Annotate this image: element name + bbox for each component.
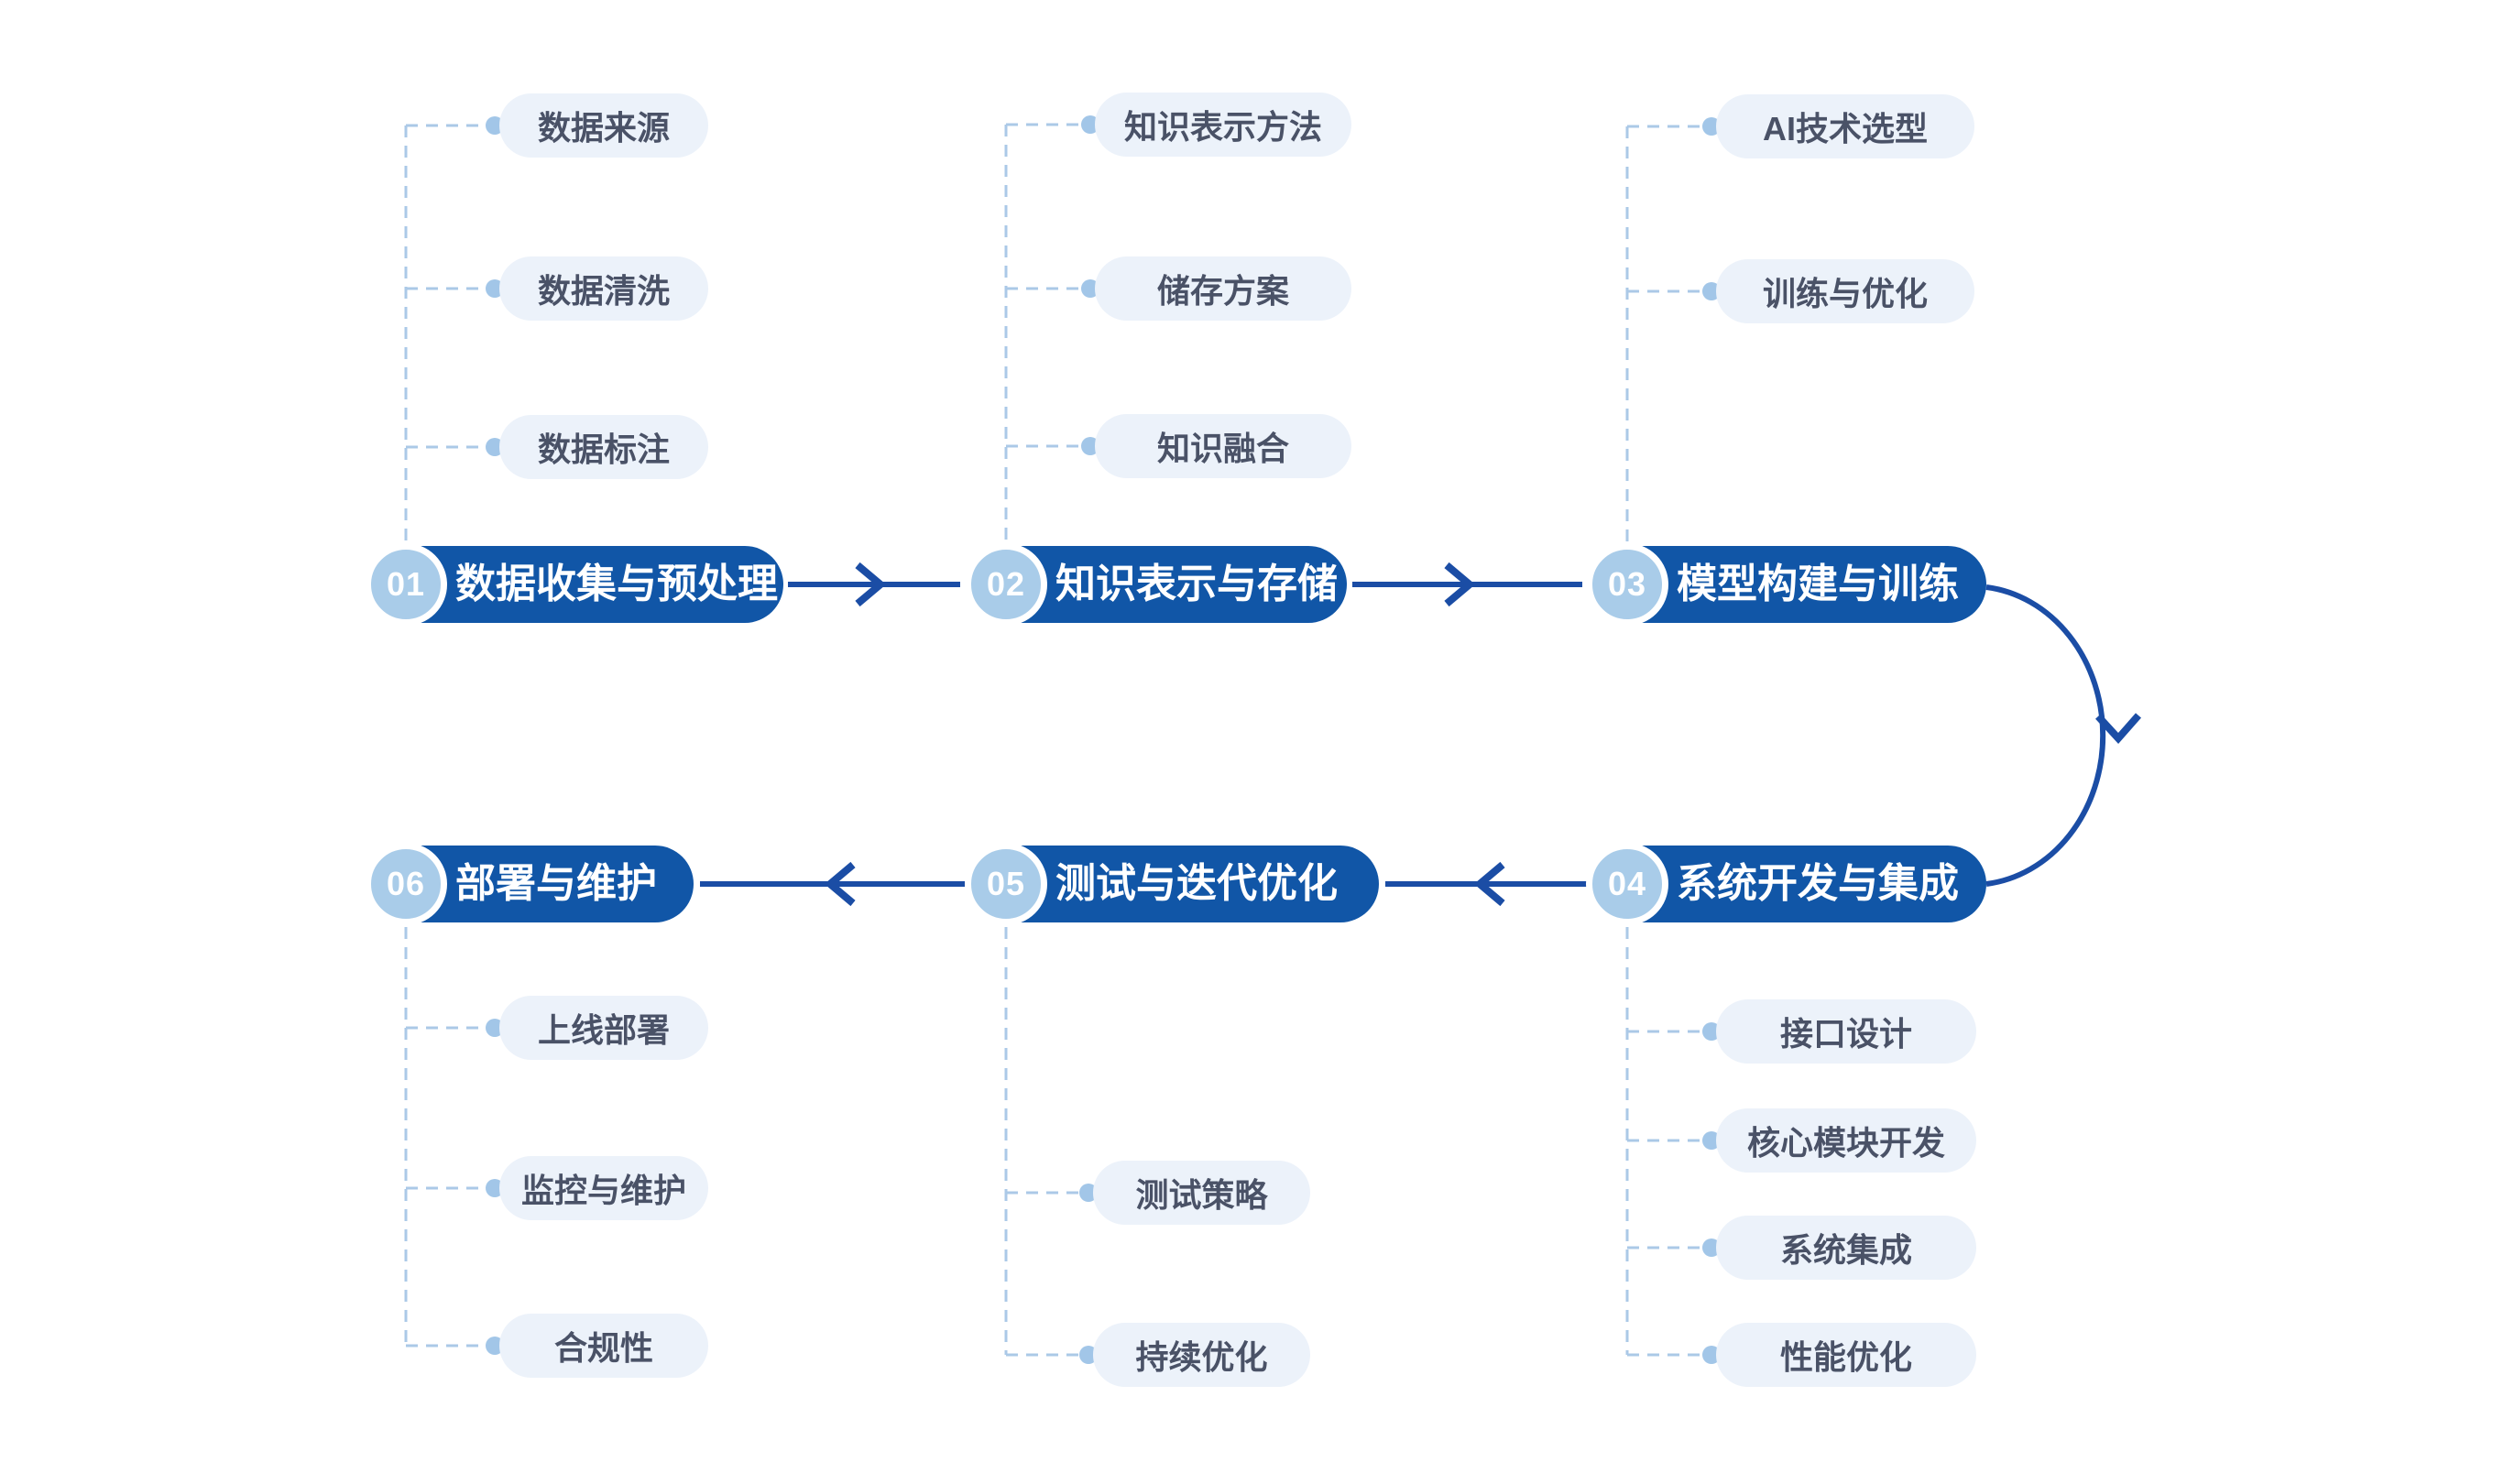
sub-item-pill: 数据来源	[499, 93, 708, 158]
sub-item-pill: 持续优化	[1093, 1323, 1310, 1387]
sub-item-pill: 上线部署	[499, 996, 708, 1060]
branch-connectors-stage-05	[1004, 927, 1098, 1364]
stage-node-01: 01 数据收集与预处理	[365, 543, 783, 626]
stage-node-04: 04 系统开发与集成	[1586, 843, 1986, 925]
sub-item-pill: 测试策略	[1093, 1161, 1310, 1225]
stage-number-badge: 02	[965, 543, 1047, 626]
flow-curve-03-to-04	[1985, 584, 2142, 887]
flow-arrow-05-to-06	[700, 861, 965, 907]
sub-item-pill: 接口设计	[1716, 999, 1976, 1064]
flow-arrow-04-to-05	[1385, 861, 1587, 907]
stage-number: 01	[386, 565, 426, 603]
stage-number: 04	[1607, 865, 1647, 902]
flow-curve-line	[1985, 584, 2106, 887]
stage-label: 测试与迭代优化	[1055, 861, 1338, 906]
stage-number: 06	[386, 865, 426, 902]
stage-label: 部署与维护	[455, 861, 657, 906]
sub-item-pill: 监控与维护	[499, 1156, 708, 1220]
stage-number: 05	[986, 865, 1026, 902]
stage-number-badge: 03	[1586, 543, 1668, 626]
flow-arrow-head-down	[2095, 713, 2142, 744]
stage-node-06: 06 部署与维护	[365, 843, 694, 925]
sub-item-pill: 性能优化	[1716, 1323, 1976, 1387]
branch-connectors-stage-01	[404, 116, 504, 543]
stage-label: 模型构建与训练	[1677, 562, 1959, 606]
flow-arrow-02-to-03	[1352, 562, 1582, 607]
stage-label: 数据收集与预处理	[455, 562, 778, 606]
stage-label: 系统开发与集成	[1677, 861, 1959, 906]
stage-node-03: 03 模型构建与训练	[1586, 543, 1986, 626]
sub-item-pill: 知识表示方法	[1095, 93, 1351, 157]
sub-item-pill: 训练与优化	[1716, 259, 1974, 323]
sub-item-pill: 知识融合	[1095, 414, 1351, 478]
stage-number: 03	[1607, 565, 1647, 603]
stage-number-badge: 05	[965, 843, 1047, 925]
branch-connectors-stage-04	[1625, 927, 1721, 1364]
branch-connectors-stage-02	[1004, 115, 1099, 543]
sub-item-pill: 核心模块开发	[1716, 1108, 1976, 1173]
sub-item-pill: 系统集成	[1716, 1216, 1976, 1280]
flow-arrow-01-to-02	[788, 562, 960, 607]
branch-connectors-stage-06	[404, 927, 504, 1355]
flow-arrow-head-left	[824, 861, 856, 907]
sub-item-pill: 合规性	[499, 1314, 708, 1378]
stage-number-badge: 06	[365, 843, 447, 925]
stage-node-05: 05 测试与迭代优化	[965, 843, 1379, 925]
flow-arrow-head-right	[1444, 562, 1476, 607]
stage-number: 02	[986, 565, 1026, 603]
sub-item-pill: 储存方案	[1095, 256, 1351, 321]
sub-item-pill: 数据标注	[499, 415, 708, 479]
stage-label: 知识表示与存储	[1055, 562, 1338, 606]
stage-node-02: 02 知识表示与存储	[965, 543, 1347, 626]
branch-connectors-stage-03	[1625, 117, 1721, 543]
stage-number-badge: 01	[365, 543, 447, 626]
sub-item-pill: 数据清洗	[499, 256, 708, 321]
sub-item-pill: AI技术选型	[1716, 94, 1974, 158]
flow-arrow-head-left	[1473, 861, 1505, 907]
stage-number-badge: 04	[1586, 843, 1668, 925]
flow-arrow-head-right	[855, 562, 887, 607]
